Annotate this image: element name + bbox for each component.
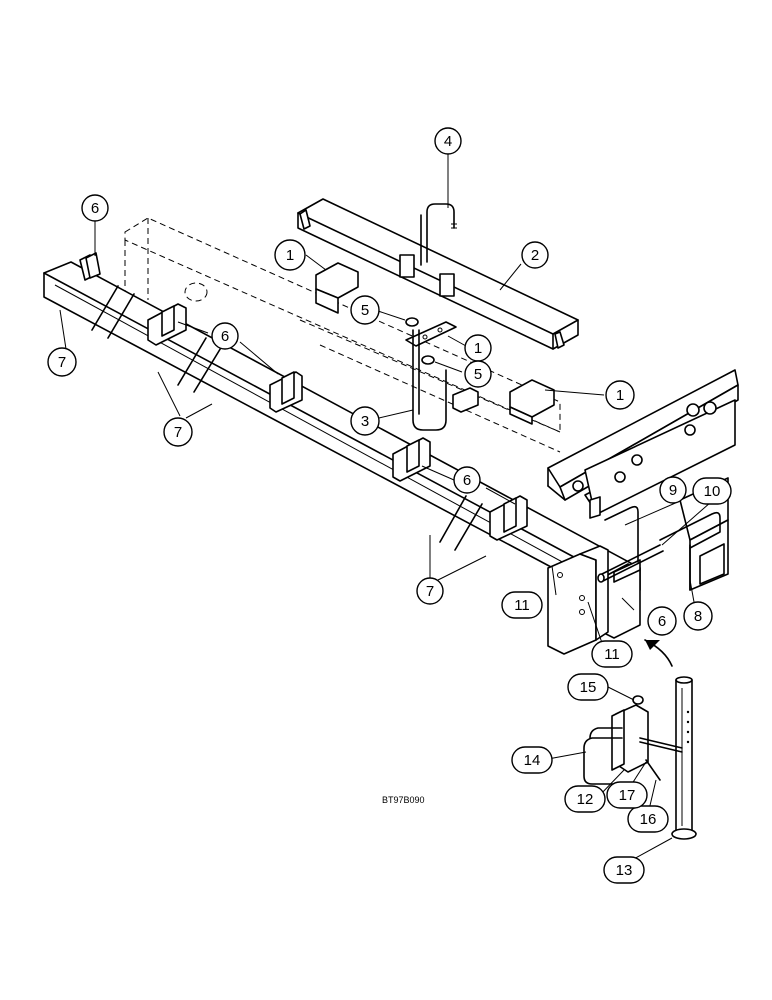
callout-label: 5 [361, 302, 369, 319]
standoff-bracket-5 [489, 495, 528, 541]
callout-7b: 7 [163, 417, 193, 447]
callout-label: 1 [474, 340, 482, 357]
leader-lines [59, 152, 712, 862]
callout-label: 15 [580, 679, 597, 696]
callout-5b: 5 [464, 360, 492, 388]
callout-7a: 7 [47, 347, 77, 377]
upper-channel-bracket [297, 198, 579, 350]
callout-4: 4 [434, 127, 462, 155]
callout-label: 11 [514, 597, 530, 614]
standoff-bracket-2 [147, 303, 187, 346]
callout-label: 6 [463, 472, 471, 489]
callout-6d: 6 [647, 606, 677, 636]
callout-label: 4 [444, 133, 452, 150]
callout-label: 6 [658, 613, 666, 630]
u-bolt-hitch [604, 505, 721, 563]
hitch-bolt-long [597, 544, 664, 583]
jack-clip [639, 737, 683, 753]
callout-label: 7 [174, 424, 182, 441]
callout-6a: 6 [81, 194, 109, 222]
callout-7c: 7 [416, 577, 444, 605]
mount-plate-right [509, 379, 555, 425]
nut-upper [405, 317, 419, 327]
callout-12: 12 [564, 785, 606, 813]
callout-label: 10 [704, 483, 721, 500]
callout-3: 3 [350, 406, 380, 436]
u-bolt-upper [420, 203, 457, 266]
callout-label: 2 [531, 247, 539, 264]
callout-label: 1 [616, 387, 624, 404]
callout-11a: 11 [501, 591, 543, 619]
callout-1c: 1 [605, 380, 635, 410]
callout-10: 10 [692, 477, 732, 505]
callout-11b: 11 [591, 640, 633, 668]
side-plate [547, 545, 609, 655]
jack-nut [632, 695, 644, 705]
callout-1b: 1 [464, 334, 492, 362]
callout-14: 14 [511, 746, 553, 774]
callout-label: 12 [577, 791, 594, 808]
callout-9: 9 [659, 476, 687, 504]
standoff-bracket-3 [269, 371, 303, 413]
callout-label: 14 [524, 752, 541, 769]
callout-label: 9 [669, 482, 677, 499]
mount-plate-left [315, 262, 359, 314]
callout-5a: 5 [350, 295, 380, 325]
callout-label: 6 [91, 200, 99, 217]
callout-label: 8 [694, 608, 702, 625]
callout-15: 15 [567, 673, 609, 701]
standoff-bracket-1 [79, 252, 101, 281]
callout-label: 1 [286, 247, 294, 264]
jack-mount-bracket [611, 704, 649, 773]
callout-label: 17 [619, 787, 636, 804]
callout-6b: 6 [211, 322, 239, 350]
jack-stand [671, 676, 697, 840]
jack-pin [645, 759, 661, 781]
callout-2: 2 [521, 241, 549, 269]
hitch-frame-right [547, 369, 739, 591]
diagram-code: BT97B090 [382, 795, 425, 805]
callout-16: 16 [627, 805, 669, 833]
callout-6c: 6 [453, 466, 481, 494]
u-bolt-lower [412, 329, 447, 431]
callout-1a: 1 [274, 239, 306, 271]
callout-8: 8 [683, 601, 713, 631]
callout-label: 13 [616, 862, 633, 879]
callout-label: 7 [426, 583, 434, 600]
relocation-arrowhead [645, 640, 660, 650]
callout-label: 7 [58, 354, 66, 371]
callout-label: 5 [474, 366, 482, 383]
callout-17: 17 [606, 781, 648, 809]
callout-label: 11 [604, 646, 620, 663]
callout-label: 3 [361, 413, 369, 430]
callout-13: 13 [603, 856, 645, 884]
callout-label: 6 [221, 328, 229, 345]
standoff-bracket-4 [392, 437, 431, 482]
nut-lower [421, 355, 435, 365]
clamp-small [452, 387, 479, 413]
u-bolt-jack [583, 727, 623, 785]
callout-label: 16 [640, 811, 657, 828]
